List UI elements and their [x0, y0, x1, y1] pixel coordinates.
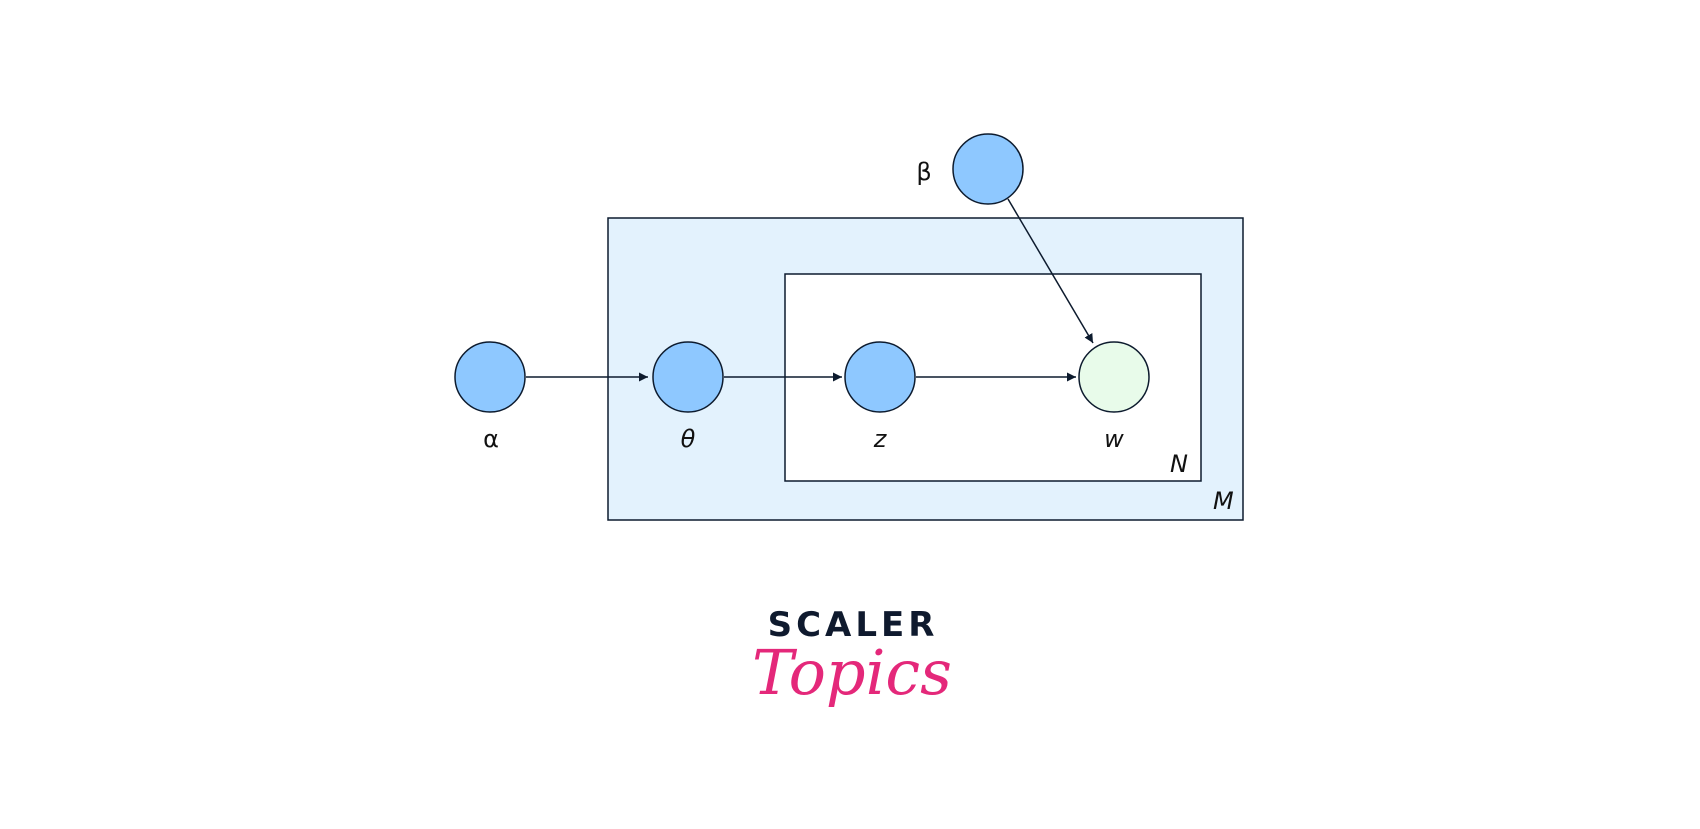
node-w: [1078, 341, 1150, 413]
label-alpha: α: [483, 425, 499, 453]
node-alpha: [454, 341, 526, 413]
label-beta: β: [916, 158, 931, 186]
label-w: w: [1104, 425, 1124, 453]
plate-label-m: M: [1213, 487, 1234, 515]
edge-beta-w: [1007, 198, 1094, 344]
scaler-topics-logo: SCALER Topics: [752, 605, 952, 709]
logo-line2: Topics: [752, 636, 952, 709]
node-z: [844, 341, 916, 413]
label-theta: θ: [681, 425, 696, 453]
plate-label-n: N: [1170, 450, 1188, 478]
logo-line1: SCALER: [768, 605, 939, 645]
node-beta: [952, 133, 1024, 205]
label-z: z: [873, 425, 888, 453]
node-theta: [652, 341, 724, 413]
